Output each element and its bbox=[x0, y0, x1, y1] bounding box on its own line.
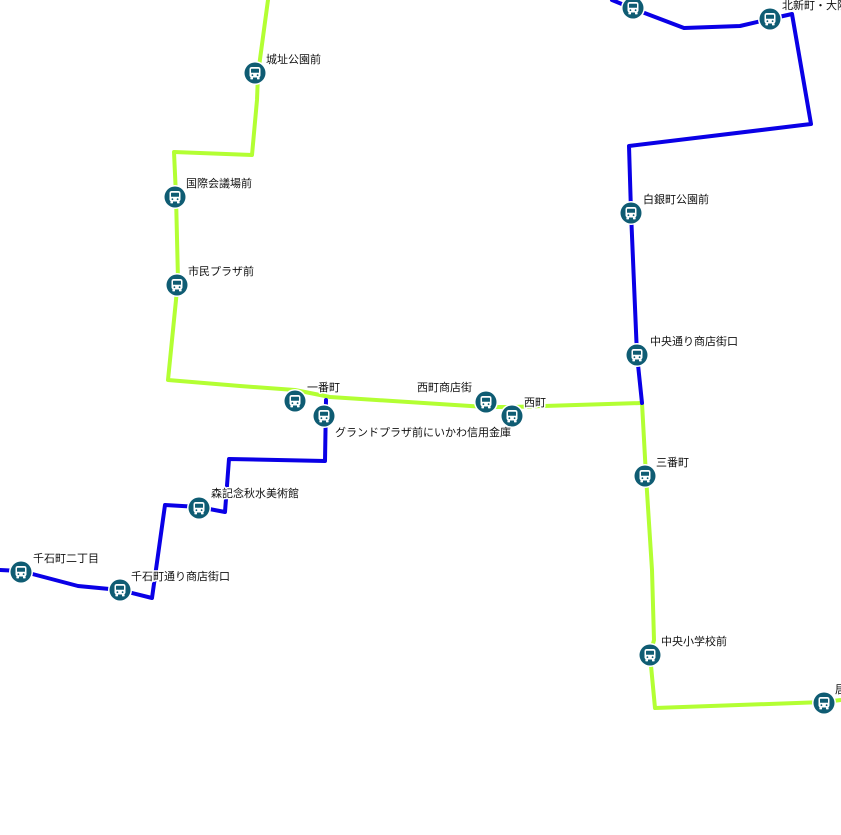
bus-stop-grand-plaza-mae[interactable] bbox=[312, 404, 336, 428]
stop-label-kitashinmachi: 北新町・大阪 bbox=[782, 0, 841, 12]
stop-label-ichibancho: 一番町 bbox=[307, 381, 340, 394]
stop-label-nishicho: 西町 bbox=[524, 396, 546, 409]
bus-stop-kokusai-kaigijo-mae[interactable] bbox=[163, 185, 187, 209]
bus-icon bbox=[193, 502, 205, 515]
bus-icon bbox=[627, 2, 639, 15]
bus-stop-chuo-dori-shotengai[interactable] bbox=[625, 343, 649, 367]
stop-label-chuo-dori-shotengai: 中央通り商店街口 bbox=[650, 334, 738, 348]
bus-stop-mori-kinen-museum[interactable] bbox=[187, 496, 211, 520]
bus-icon bbox=[818, 697, 830, 710]
bus-stop-edge-southeast[interactable] bbox=[812, 691, 836, 715]
bus-stop-shiroganecho-koen-mae[interactable] bbox=[619, 201, 643, 225]
stop-label-sengokucho-dori: 千石町通り商店街口 bbox=[131, 569, 230, 583]
bus-icon bbox=[114, 584, 126, 597]
stop-label-grand-plaza-mae: グランドプラザ前にいかわ信用金庫 bbox=[335, 425, 511, 439]
stop-label-sanbancho: 三番町 bbox=[656, 456, 689, 469]
stop-label-shimin-plaza-mae: 市民プラザ前 bbox=[188, 264, 254, 278]
bus-stop-nishicho-shotengai[interactable] bbox=[474, 390, 498, 414]
stop-label-joshi-koen-mae: 城址公園前 bbox=[266, 52, 321, 66]
stops-layer bbox=[9, 0, 836, 715]
bus-stop-joshi-koen-mae[interactable] bbox=[243, 61, 267, 85]
route-line-green-west[interactable] bbox=[166, 0, 644, 409]
routes-layer bbox=[0, 0, 841, 710]
bus-stop-ichibancho[interactable] bbox=[283, 389, 307, 413]
bus-stop-shimin-plaza-mae[interactable] bbox=[165, 273, 189, 297]
bus-icon bbox=[480, 396, 492, 409]
bus-stop-sengokucho-dori[interactable] bbox=[108, 578, 132, 602]
stop-label-shiroganecho-koen-mae: 白銀町公園前 bbox=[643, 192, 709, 206]
bus-icon bbox=[631, 349, 643, 362]
bus-icon bbox=[249, 67, 261, 80]
bus-icon bbox=[625, 207, 637, 220]
stop-label-edge-southeast: 居 bbox=[835, 683, 841, 696]
bus-icon bbox=[644, 649, 656, 662]
bus-icon bbox=[506, 410, 518, 423]
route-line-blue-south[interactable] bbox=[0, 398, 328, 600]
stop-label-mori-kinen-museum: 森記念秋水美術館 bbox=[211, 486, 299, 500]
bus-stop-chuo-shogakko-mae[interactable] bbox=[638, 643, 662, 667]
bus-stop-kitashinmachi[interactable] bbox=[758, 7, 782, 31]
stop-label-nishicho-shotengai: 西町商店街 bbox=[417, 380, 472, 394]
bus-icon bbox=[639, 470, 651, 483]
route-line-blue-north[interactable] bbox=[610, 0, 813, 405]
route-line-green-east[interactable] bbox=[640, 401, 841, 710]
bus-stop-sengokucho-2[interactable] bbox=[9, 560, 33, 584]
bus-icon bbox=[15, 566, 27, 579]
bus-stop-edge-northeast[interactable] bbox=[621, 0, 645, 20]
bus-icon bbox=[764, 13, 776, 26]
bus-stop-nishicho[interactable] bbox=[500, 404, 524, 428]
bus-icon bbox=[289, 395, 301, 408]
stop-label-chuo-shogakko-mae: 中央小学校前 bbox=[661, 634, 727, 648]
bus-stop-sanbancho[interactable] bbox=[633, 464, 657, 488]
bus-icon bbox=[318, 410, 330, 423]
stop-label-sengokucho-2: 千石町二丁目 bbox=[33, 552, 99, 565]
bus-icon bbox=[169, 191, 181, 204]
stop-label-kokusai-kaigijo-mae: 国際会議場前 bbox=[186, 176, 252, 190]
bus-icon bbox=[171, 279, 183, 292]
